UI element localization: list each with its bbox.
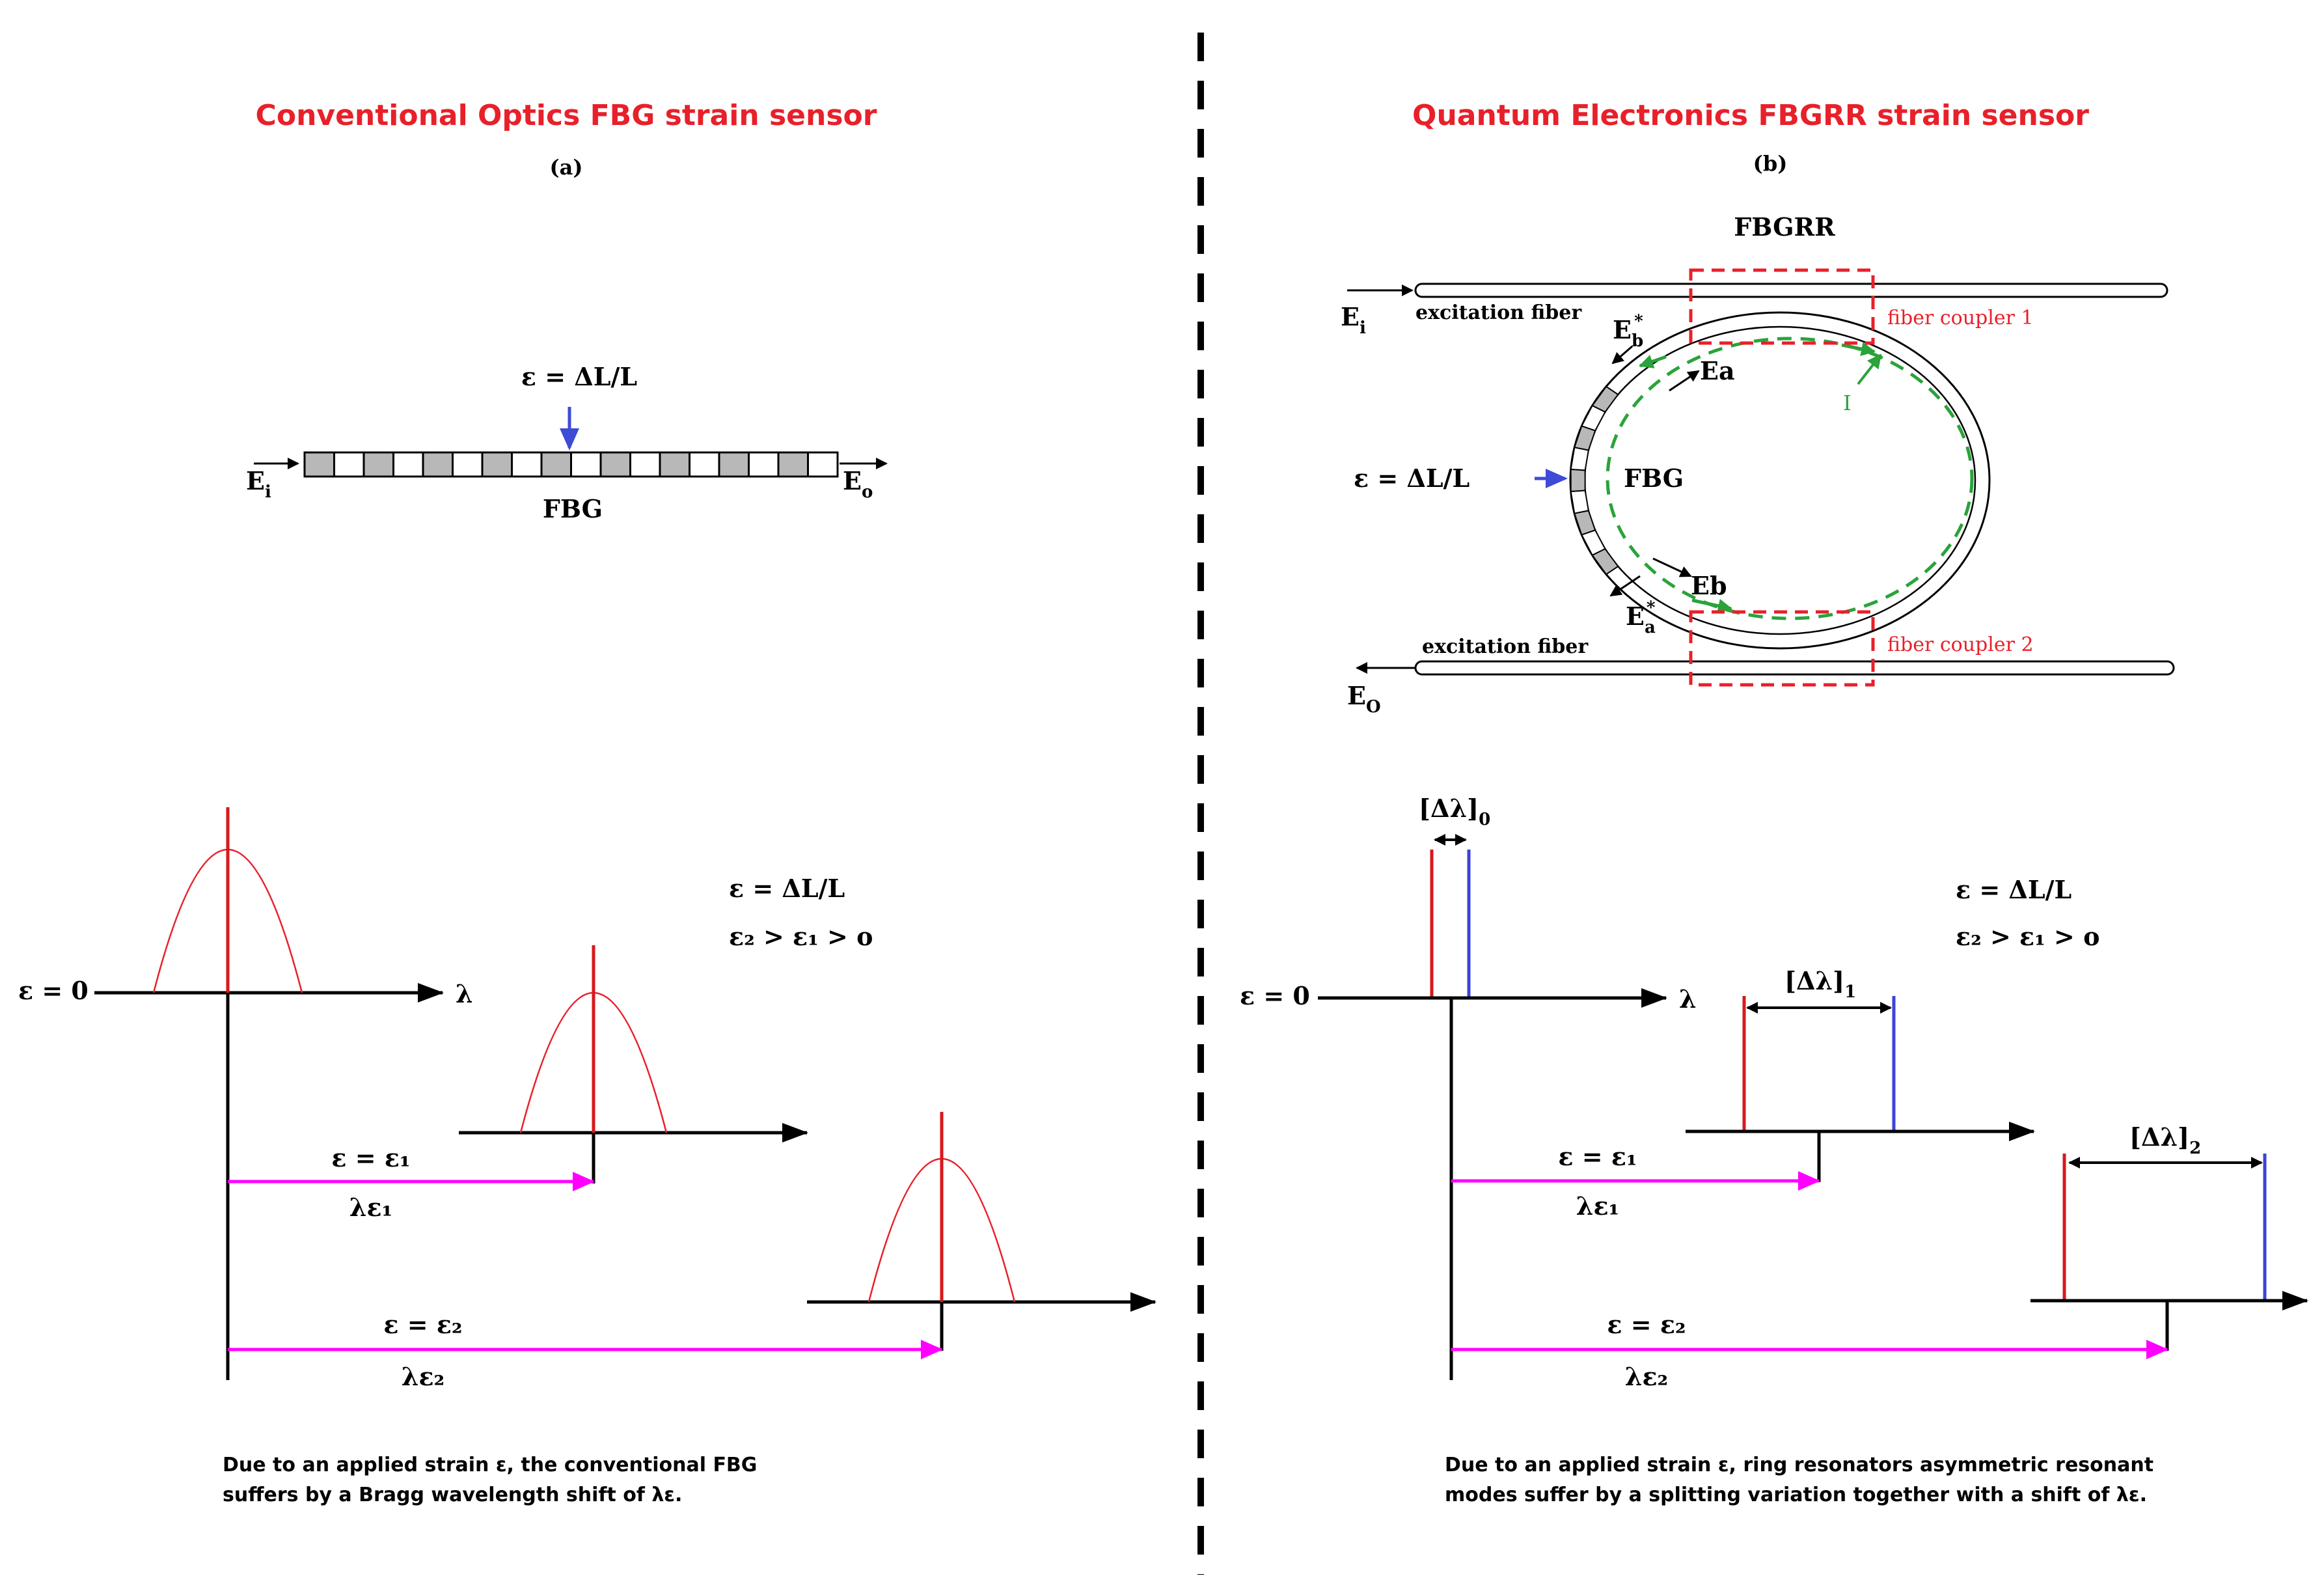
- left-input-label: Ei: [246, 466, 271, 502]
- right-title: Quantum Electronics FBGRR strain sensor: [1412, 99, 2089, 132]
- delta-2-label: [Δλ]2: [2129, 1122, 2201, 1158]
- fbg-grating-cell: [333, 451, 365, 478]
- right-caption-line-1: Due to an applied strain ε, ring resonat…: [1445, 1454, 2153, 1476]
- right-output-label: EO: [1347, 681, 1381, 717]
- eb-star-pointer: [1611, 345, 1633, 365]
- right-device-label: FBGRR: [1734, 212, 1835, 242]
- fbg-grating-cell: [659, 451, 690, 478]
- fbg-grating-cell: [777, 451, 809, 478]
- mode-arrow-top: [1639, 355, 1667, 368]
- right-input-label: Ei: [1341, 302, 1366, 338]
- ring-grating-cell: [1570, 468, 1586, 493]
- left-lam2-label: λε₂: [402, 1362, 444, 1391]
- ea-star-pointer: [1609, 575, 1641, 597]
- eb-label: Eb: [1691, 571, 1727, 600]
- fbg-grating-cell: [748, 451, 780, 478]
- left-condition-2: ε₂ > ε₁ > o: [729, 922, 873, 951]
- fbg-grating-cell: [511, 451, 543, 478]
- fiber-coupler-2-box: [1689, 610, 1875, 687]
- top-fiber-label: excitation fiber: [1415, 301, 1582, 324]
- right-eps1-label: ε = ε₁: [1558, 1142, 1637, 1171]
- ring-fbg-grating: [1570, 385, 1619, 575]
- fbg-grating-cell: [362, 451, 394, 478]
- left-strain-label: ε = ΔL/L: [521, 362, 637, 391]
- right-lam2-label: λε₂: [1625, 1362, 1668, 1391]
- right-condition-1: ε = ΔL/L: [1956, 875, 2071, 904]
- right-eps2-label: ε = ε₂: [1607, 1310, 1686, 1339]
- fbg-grating-cell: [392, 451, 424, 478]
- left-eps1-label: ε = ε₁: [331, 1143, 410, 1172]
- left-condition-1: ε = ΔL/L: [729, 874, 845, 903]
- right-zero-strain: ε = 0: [1240, 981, 1310, 1010]
- left-title: Conventional Optics FBG strain sensor: [256, 99, 877, 132]
- right-panel: Quantum Electronics FBGRR strain sensor …: [1240, 99, 2308, 1506]
- left-caption-line-2: suffers by a Bragg wavelength shift of λ…: [223, 1484, 682, 1506]
- fbg-grating-cell: [481, 451, 513, 478]
- fbg-grating-cell: [807, 451, 839, 478]
- top-excitation-fiber: [1414, 283, 2168, 298]
- ring-grating-cell: [1570, 447, 1589, 471]
- ea-star-label: Ea*: [1626, 598, 1656, 637]
- ea-pointer: [1669, 370, 1700, 392]
- fiber-coupler-1-box: [1689, 268, 1875, 345]
- right-lambda-label: λ: [1679, 984, 1697, 1014]
- mode-arrow-top-right: [1841, 342, 1876, 356]
- eb-star-label: Eb*: [1613, 312, 1643, 351]
- bottom-excitation-fiber: [1414, 660, 2175, 676]
- eb-pointer: [1652, 557, 1692, 577]
- mode-arrow-bottom: [1691, 598, 1732, 613]
- fbg-grating-cell: [303, 451, 335, 478]
- right-caption-line-2: modes suffer by a splitting variation to…: [1445, 1484, 2147, 1506]
- fbg-grating-cell: [540, 451, 572, 478]
- right-sublabel: (b): [1753, 151, 1788, 176]
- fbg-grating-cell: [570, 451, 602, 478]
- right-fbg-label: FBG: [1624, 464, 1684, 493]
- fbg-grating-cell: [422, 451, 454, 478]
- ring-grating-cell: [1591, 547, 1619, 575]
- left-sublabel: (a): [549, 155, 582, 180]
- fbg-grating-cell: [599, 451, 631, 478]
- bottom-fiber-label: excitation fiber: [1422, 635, 1589, 658]
- left-lam1-label: λε₁: [349, 1193, 392, 1222]
- left-eps2-label: ε = ε₂: [383, 1310, 462, 1339]
- left-zero-strain: ε = 0: [18, 976, 89, 1005]
- ea-label: Ea: [1700, 356, 1735, 385]
- fbg-grating-cell: [689, 451, 720, 478]
- current-label: I: [1843, 391, 1852, 415]
- fbg-grating: [303, 451, 839, 478]
- left-caption-line-1: Due to an applied strain ε, the conventi…: [223, 1454, 757, 1476]
- fbg-grating-cell: [629, 451, 661, 478]
- left-lambda-label: λ: [456, 979, 473, 1008]
- right-strain-label: ε = ΔL/L: [1354, 464, 1470, 493]
- ring-grating-cell: [1570, 490, 1589, 514]
- delta-0-label: [Δλ]0: [1419, 794, 1490, 829]
- right-lam1-label: λε₁: [1576, 1191, 1619, 1221]
- left-output-label: Eo: [843, 466, 873, 502]
- ring-mode-path: [1606, 337, 1974, 620]
- left-fbg-label: FBG: [543, 494, 603, 523]
- fbg-grating-cell: [718, 451, 750, 478]
- right-condition-2: ε₂ > ε₁ > o: [1956, 922, 2099, 951]
- left-panel: Conventional Optics FBG strain sensor (a…: [18, 99, 1156, 1506]
- fiber-coupler-1-label: fiber coupler 1: [1887, 307, 2034, 329]
- delta-1-label: [Δλ]1: [1784, 966, 1856, 1002]
- fiber-coupler-2-label: fiber coupler 2: [1887, 633, 2034, 656]
- fbg-grating-cell: [452, 451, 484, 478]
- current-arrow: [1857, 353, 1882, 385]
- ring-grating-cell: [1573, 425, 1596, 451]
